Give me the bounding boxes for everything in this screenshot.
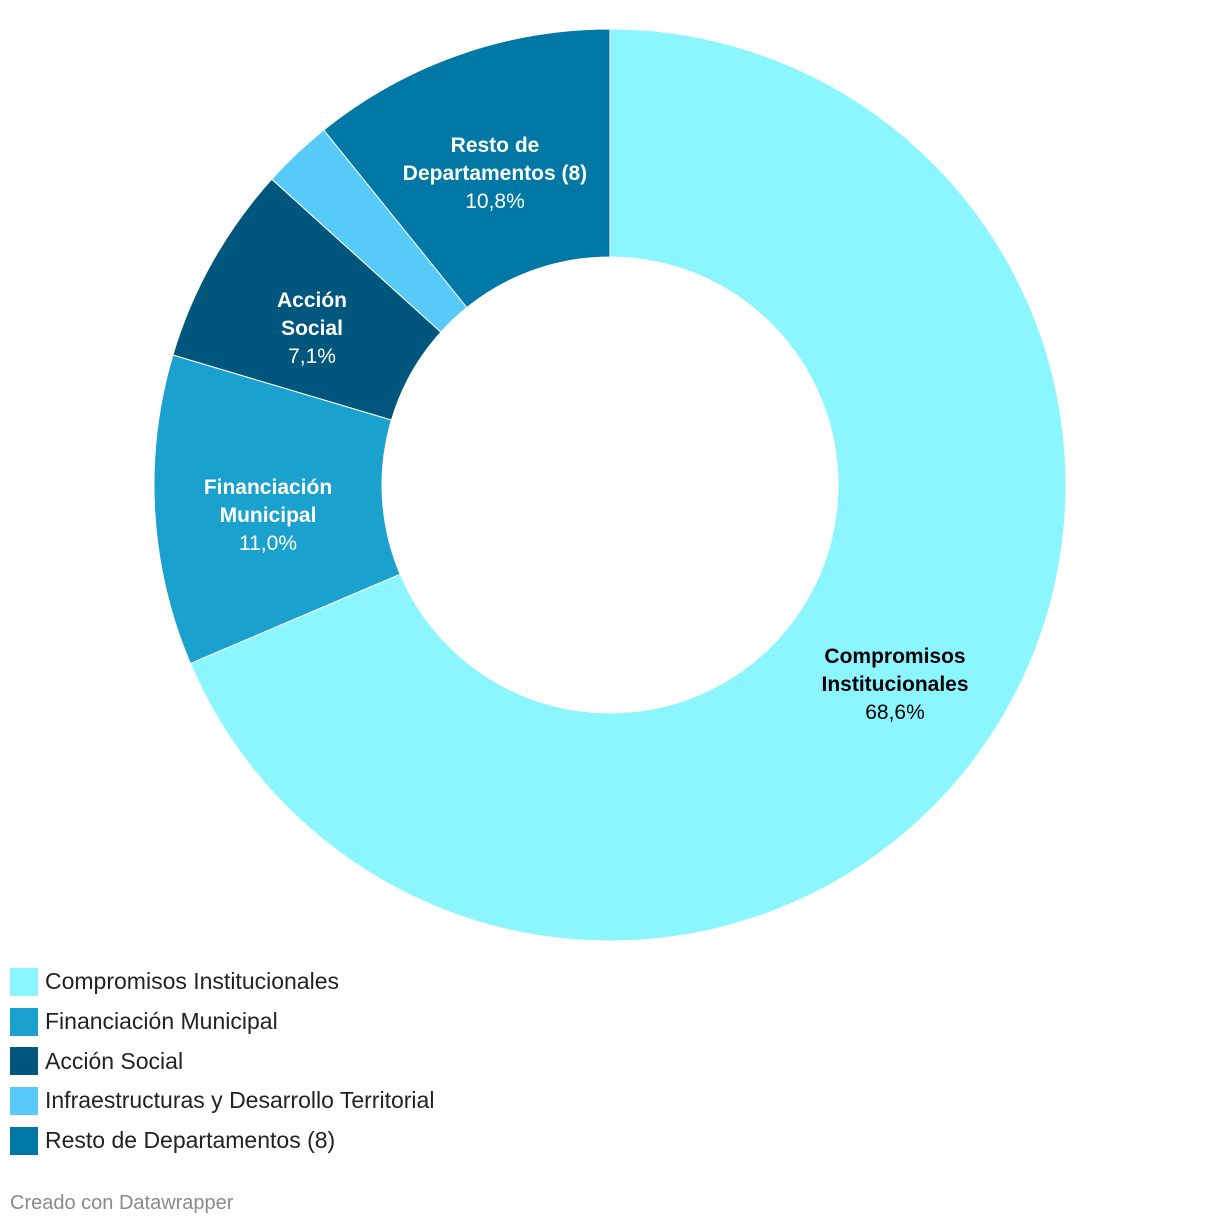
- legend-item: Infraestructuras y Desarrollo Territoria…: [10, 1081, 434, 1121]
- slice-label-value: 68,6%: [865, 701, 925, 724]
- slice-label-name: Municipal: [220, 504, 317, 527]
- donut-slice: [189, 28, 1067, 942]
- legend-item: Financiación Municipal: [10, 1002, 434, 1042]
- slice-label-value: 11,0%: [239, 532, 297, 555]
- legend-swatch: [10, 1047, 38, 1076]
- legend-swatch: [10, 1007, 38, 1036]
- donut-slice: [153, 354, 401, 665]
- legend-label: Compromisos Institucionales: [45, 968, 340, 995]
- legend-swatch: [10, 1086, 38, 1115]
- slice-label-name: Departamentos (8): [403, 162, 587, 185]
- legend-label: Financiación Municipal: [45, 1008, 278, 1035]
- legend-swatch: [10, 967, 38, 996]
- donut-slice: [323, 28, 611, 309]
- slice-label-name: Institucionales: [821, 673, 968, 696]
- slice-label-name: Resto de: [451, 134, 540, 157]
- legend-item: Compromisos Institucionales: [10, 962, 434, 1002]
- slice-label-name: Financiación: [204, 476, 332, 499]
- slice-label-value: 7,1%: [288, 345, 336, 368]
- slice-label: Resto de Departamentos (8) 10,8%: [403, 134, 587, 213]
- slice-label-name: Acción: [277, 289, 347, 312]
- legend-item: Resto de Departamentos (8): [10, 1121, 434, 1161]
- legend-label: Infraestructuras y Desarrollo Territoria…: [45, 1087, 435, 1114]
- slice-label-value: 10,8%: [465, 190, 525, 213]
- credit-text: Creado con Datawrapper: [10, 1192, 234, 1214]
- legend-swatch: [10, 1126, 38, 1155]
- legend-item: Acción Social: [10, 1041, 434, 1081]
- slice-label-name: Social: [281, 317, 343, 340]
- legend-label: Acción Social: [45, 1047, 184, 1074]
- legend-label: Resto de Departamentos (8): [45, 1127, 336, 1154]
- slice-label-name: Compromisos: [824, 645, 965, 668]
